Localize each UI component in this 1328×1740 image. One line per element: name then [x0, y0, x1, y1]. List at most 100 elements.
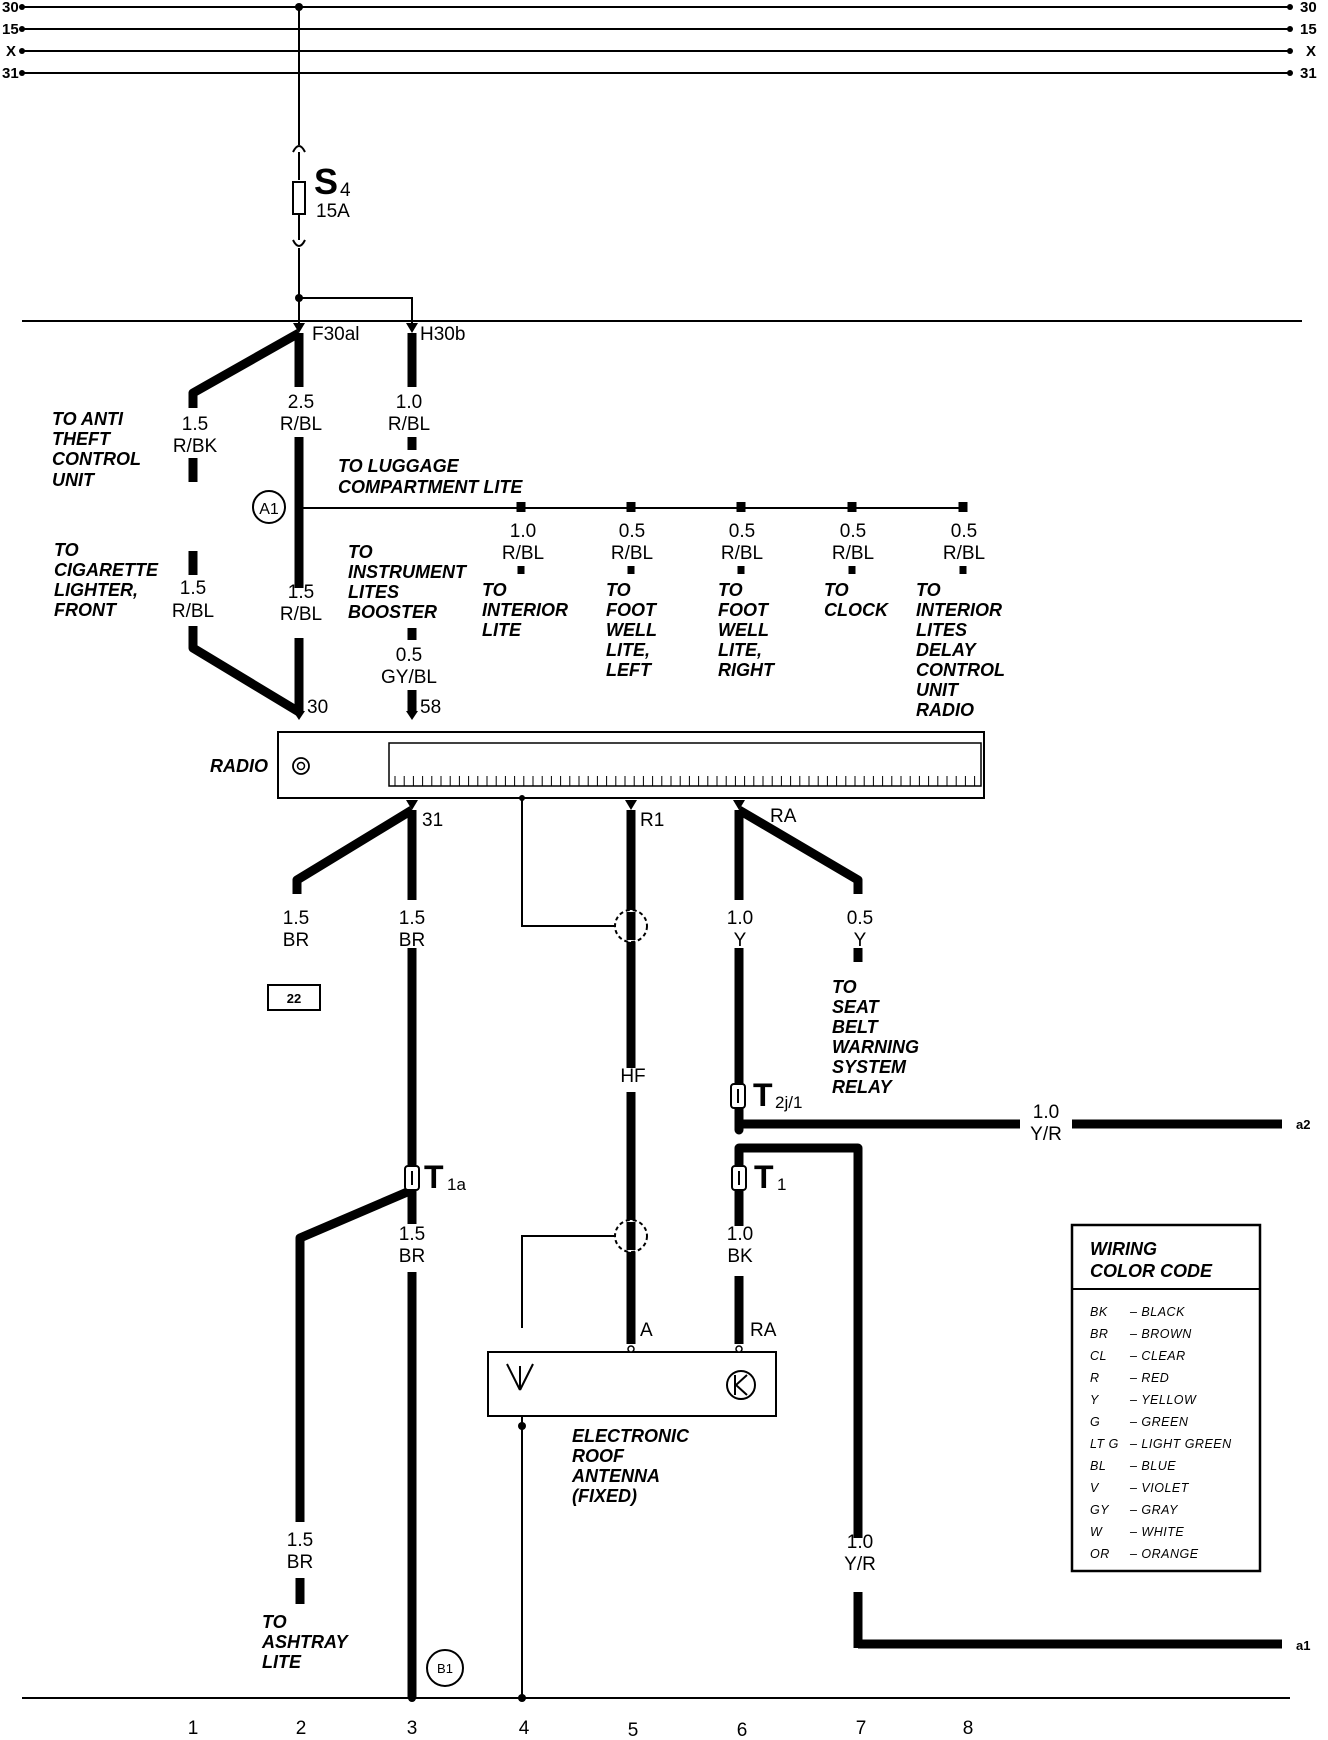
- bus-label-15-left: 15: [2, 21, 19, 38]
- fuse-name: S: [314, 161, 338, 202]
- legend-abbrev: GY: [1090, 1503, 1110, 1517]
- note-delay-line: LITES: [916, 620, 967, 640]
- bus-dot: [19, 70, 25, 76]
- note-ashtray: TO ASHTRAY LITE: [261, 1612, 350, 1672]
- bus-dot: [1287, 26, 1293, 32]
- terminal-31: 31: [422, 810, 443, 831]
- note-delay-line: UNIT: [916, 680, 960, 700]
- wire-size: 0.5: [951, 521, 977, 542]
- legend-box: [1070, 1223, 1262, 1573]
- terminal-ra-bottom: RA: [750, 1320, 777, 1341]
- terminal-arrow: [406, 711, 418, 720]
- shield-line: [521, 798, 614, 927]
- ref-a1: a1: [1296, 1638, 1310, 1653]
- note-instrument-line: LITES: [348, 582, 399, 602]
- note-antenna-line: (FIXED): [572, 1486, 637, 1506]
- note-delay-line: DELAY: [916, 640, 978, 660]
- fuse-clip-top: [292, 145, 306, 153]
- wire-color: R/BL: [280, 414, 322, 435]
- legend-title: WIRING: [1090, 1239, 1157, 1259]
- legend-color-name: – BLACK: [1129, 1305, 1185, 1319]
- wire-size: 1.5: [180, 578, 206, 599]
- wire-size: 1.5: [399, 1224, 425, 1245]
- note-seat-belt-line: TO: [832, 977, 857, 997]
- wire-color: BR: [287, 1552, 313, 1573]
- column-number: 3: [407, 1718, 418, 1739]
- wire-size: 0.5: [840, 521, 866, 542]
- legend-color-name: – VIOLET: [1129, 1481, 1190, 1495]
- legend-abbrev: BL: [1090, 1459, 1106, 1473]
- wire-size: 1.5: [399, 908, 425, 929]
- column-numbers: 1 2 3 4 5 6 7 8: [188, 1718, 974, 1740]
- wire-size: 0.5: [619, 521, 645, 542]
- terminal-58: 58: [420, 697, 441, 718]
- fuse-section: S 4 15A: [292, 3, 413, 326]
- wire-y-r-a2: [734, 1119, 1020, 1135]
- note-antenna-line: ROOF: [572, 1446, 625, 1466]
- bus-label-x-left: X: [6, 43, 16, 60]
- splice-a1: [252, 490, 286, 524]
- note-anti-theft-line: THEFT: [52, 429, 112, 449]
- legend-color-name: – LIGHT GREEN: [1129, 1437, 1232, 1451]
- wire-color: BR: [283, 930, 309, 951]
- note-foot-left-line: FOOT: [606, 600, 658, 620]
- bus-label-30-left: 30: [2, 0, 19, 16]
- note-cigarette-line: FRONT: [54, 600, 118, 620]
- note-seat-belt: TO SEAT BELT WARNING SYSTEM RELAY: [832, 977, 919, 1097]
- wire-size: 0.5: [729, 521, 755, 542]
- terminal-arrow: [733, 800, 745, 810]
- terminal-arrow: [406, 800, 418, 810]
- note-foot-right-line: TO: [718, 580, 743, 600]
- note-instrument-line: TO: [348, 542, 373, 562]
- wire-size: 1.0: [510, 521, 536, 542]
- legend-abbrev: G: [1090, 1415, 1100, 1429]
- note-cigarette-line: TO: [54, 540, 79, 560]
- terminal-a: A: [640, 1320, 653, 1341]
- fuse-rating: 15A: [316, 201, 350, 222]
- splice-a1-label: A1: [259, 501, 279, 518]
- connector-t1-sub: 1: [777, 1175, 786, 1194]
- wire-size: 1.0: [1033, 1102, 1059, 1123]
- legend-color-name: – ORANGE: [1129, 1547, 1199, 1561]
- bus-label-31-right: 31: [1300, 65, 1317, 82]
- antenna-icon: [506, 1363, 534, 1391]
- note-anti-theft-line: TO ANTI: [52, 409, 124, 429]
- note-anti-theft-line: UNIT: [52, 470, 96, 490]
- note-delay-line: INTERIOR: [916, 600, 1002, 620]
- connector-t1-label: T: [754, 1159, 774, 1195]
- amplifier-icon: [726, 1370, 756, 1400]
- legend-color-name: – YELLOW: [1129, 1393, 1197, 1407]
- column-number: 6: [737, 1720, 748, 1740]
- fuse-body: [292, 181, 306, 215]
- legend-abbrev: LT G: [1090, 1437, 1119, 1451]
- connector-t1a-label: T: [424, 1159, 444, 1195]
- legend-title: COLOR CODE: [1090, 1261, 1213, 1281]
- junction-dot: [518, 1422, 526, 1430]
- radio-knob-icon: [296, 761, 306, 771]
- terminal-r1: R1: [640, 810, 664, 831]
- note-foot-left-line: LITE,: [606, 640, 650, 660]
- radio-connector-pins: [394, 776, 976, 786]
- bus-label-x-right: X: [1306, 43, 1316, 60]
- bus-dot: [19, 48, 25, 54]
- shield-line: [521, 1235, 614, 1328]
- legend-color-name: – WHITE: [1129, 1525, 1184, 1539]
- wire-size: 1.5: [283, 908, 309, 929]
- legend-color-name: – BLUE: [1129, 1459, 1176, 1473]
- note-foot-right-line: WELL: [718, 620, 769, 640]
- note-antenna-line: ANTENNA: [571, 1466, 660, 1486]
- wire-size: 1.0: [396, 392, 422, 413]
- ground-ref-label: 22: [287, 991, 301, 1006]
- antenna-housing: [487, 1351, 777, 1417]
- wire-color: R/BL: [943, 543, 985, 564]
- note-seat-belt-line: SEAT: [832, 997, 881, 1017]
- terminal-arrow: [293, 323, 305, 333]
- ground-ref-box: [267, 984, 321, 1011]
- terminal-dot: [627, 1345, 635, 1353]
- note-foot-right-line: RIGHT: [718, 660, 776, 680]
- column-number: 2: [296, 1718, 307, 1739]
- fuse-clip-bottom: [292, 239, 306, 247]
- wire-size: 1.0: [727, 1224, 753, 1245]
